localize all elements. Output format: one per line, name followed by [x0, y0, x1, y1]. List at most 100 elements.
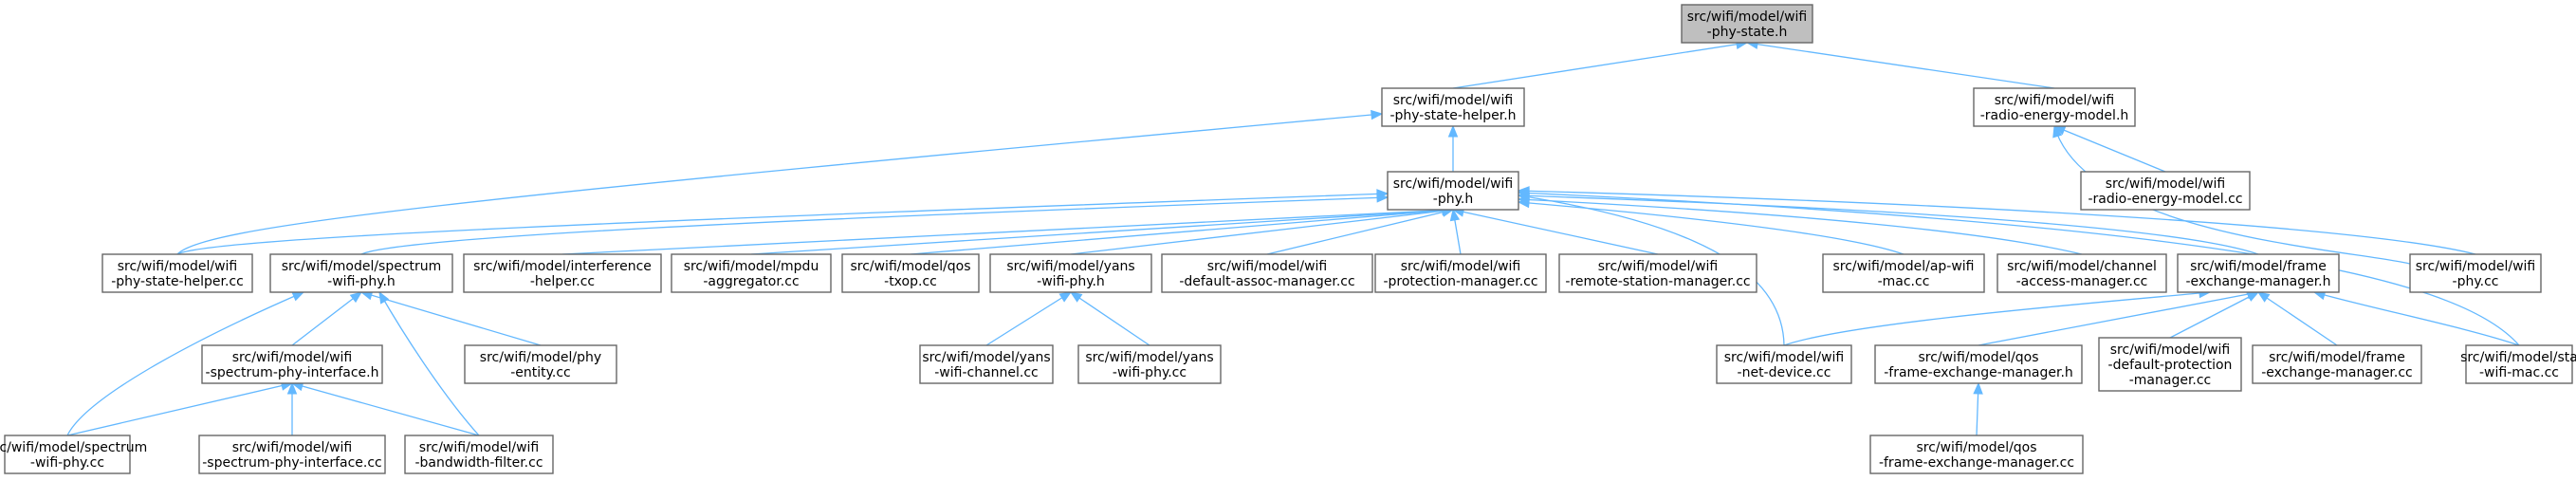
- file-box: [1822, 253, 1985, 293]
- file-label-line: -phy.cc: [2453, 274, 2499, 289]
- dependency-edge: [291, 291, 362, 346]
- edge-arrowhead: [1517, 188, 1530, 198]
- file-box: [269, 253, 453, 293]
- file-node-frame-exchange-manager-h[interactable]: src/wifi/model/frame-exchange-manager.h: [2177, 253, 2340, 293]
- file-label-line: -spectrum-phy-interface.cc: [202, 455, 382, 471]
- file-node-yans-wifi-phy-h[interactable]: src/wifi/model/yans-wifi-phy.h: [989, 253, 1152, 293]
- dependency-edge: [1783, 291, 2211, 346]
- file-node-phy-entity-cc[interactable]: src/wifi/model/phy-entity.cc: [464, 344, 617, 384]
- file-label-line: src/wifi/model/wifi: [2416, 259, 2536, 274]
- file-label-line: -frame-exchange-manager.cc: [1879, 455, 2074, 471]
- file-node-qos-txop-cc[interactable]: src/wifi/model/qos-txop.cc: [841, 253, 980, 293]
- dependency-edge: [176, 113, 1383, 255]
- file-node-interference-helper-cc[interactable]: src/wifi/model/interference-helper.cc: [463, 253, 662, 293]
- file-box: [2465, 344, 2573, 384]
- file-label-line: -phy-state.h: [1707, 25, 1788, 40]
- file-node-wifi-phy-cc[interactable]: src/wifi/model/wifi-phy.cc: [2409, 253, 2542, 293]
- dependency-edge: [176, 193, 1389, 255]
- edge-layer: [66, 39, 2520, 436]
- file-label-line: -access-manager.cc: [2016, 274, 2148, 289]
- dependency-edge: [910, 209, 1454, 255]
- file-node-frame-exchange-manager-cc[interactable]: src/wifi/model/frame-exchange-manager.cc: [2252, 344, 2422, 384]
- file-node-wifi-spectrum-phy-interface-cc[interactable]: src/wifi/model/wifi-spectrum-phy-interfa…: [198, 435, 386, 474]
- file-node-wifi-protection-manager-cc[interactable]: src/wifi/model/wifi-protection-manager.c…: [1374, 253, 1547, 293]
- dependency-edge: [360, 196, 1389, 255]
- edge-arrowhead: [349, 291, 363, 304]
- dependency-edge: [1518, 198, 2083, 255]
- file-node-mpdu-aggregator-cc[interactable]: src/wifi/model/mpdu-aggregator.cc: [671, 253, 832, 293]
- file-box: [989, 253, 1152, 293]
- edge-arrowhead: [291, 291, 305, 302]
- file-node-wifi-radio-energy-model-cc[interactable]: src/wifi/model/wifi-radio-energy-model.c…: [2080, 171, 2251, 211]
- file-node-qos-frame-exchange-manager-cc[interactable]: src/wifi/model/qos-frame-exchange-manage…: [1869, 435, 2084, 474]
- dependency-edge: [750, 209, 1454, 255]
- dependency-edge: [1518, 194, 2259, 255]
- file-label-line: -radio-energy-model.cc: [2088, 192, 2242, 207]
- file-box: [404, 435, 554, 474]
- file-node-wifi-phy-state-h[interactable]: src/wifi/model/wifi-phy-state.h: [1681, 4, 1813, 44]
- file-node-channel-access-manager-cc[interactable]: src/wifi/model/channel-access-manager.cc: [1996, 253, 2167, 293]
- file-label-line: -net-device.cc: [1738, 365, 1831, 380]
- file-node-spectrum-wifi-phy-h[interactable]: src/wifi/model/spectrum-wifi-phy.h: [269, 253, 453, 293]
- file-node-sta-wifi-mac-cc[interactable]: src/wifi/model/sta-wifi-mac.cc: [2460, 344, 2576, 384]
- file-label-line: -wifi-mac.cc: [2479, 365, 2559, 380]
- file-label-line: src/wifi/model/wifi: [118, 259, 238, 274]
- file-node-wifi-phy-state-helper-h[interactable]: src/wifi/model/wifi-phy-state-helper.h: [1381, 87, 1525, 127]
- file-label-line: -exchange-manager.cc: [2261, 365, 2413, 380]
- dependency-edge: [2313, 291, 2520, 346]
- dependency-edge: [1452, 209, 1659, 255]
- file-label-line: -manager.cc: [2129, 373, 2212, 388]
- file-node-wifi-phy-h[interactable]: src/wifi/model/wifi-phy.h: [1387, 171, 1519, 211]
- file-box: [1077, 344, 1222, 384]
- file-label-line: src/wifi/model/wifi: [1687, 9, 1808, 25]
- file-node-wifi-net-device-cc[interactable]: src/wifi/model/wifi-net-device.cc: [1716, 344, 1852, 384]
- file-label-line: -phy-state-helper.h: [1389, 108, 1516, 123]
- file-label-line: -remote-station-manager.cc: [1565, 274, 1750, 289]
- file-box: [841, 253, 980, 293]
- file-node-wifi-default-protection-manager-cc[interactable]: src/wifi/model/wifi-default-protection-m…: [2098, 337, 2242, 392]
- dependency-edge: [561, 209, 1454, 255]
- file-node-yans-wifi-phy-cc[interactable]: src/wifi/model/yans-wifi-phy.cc: [1077, 344, 1222, 384]
- file-label-line: -wifi-channel.cc: [934, 365, 1039, 380]
- file-label-line: src/wifi/model/wifi: [2110, 342, 2231, 358]
- file-label-line: src/wifi/model/wifi: [1401, 259, 1521, 274]
- file-box: [1716, 344, 1852, 384]
- file-label-line: -default-assoc-manager.cc: [1179, 274, 1354, 289]
- file-box: [464, 344, 617, 384]
- file-node-wifi-phy-state-helper-cc[interactable]: src/wifi/model/wifi-phy-state-helper.cc: [101, 253, 253, 293]
- file-box: [1387, 171, 1519, 211]
- file-label-line: src/wifi/model/mpdu: [684, 259, 819, 274]
- file-node-qos-frame-exchange-manager-h[interactable]: src/wifi/model/qos-frame-exchange-manage…: [1874, 344, 2083, 384]
- edge-arrowhead: [286, 381, 298, 395]
- file-label-line: -txop.cc: [884, 274, 937, 289]
- file-node-ap-wifi-mac-cc[interactable]: src/wifi/model/ap-wifi-mac.cc: [1822, 253, 1985, 293]
- edge-arrowhead: [1376, 193, 1389, 203]
- file-label-line: -helper.cc: [530, 274, 595, 289]
- file-box: [2409, 253, 2542, 293]
- file-node-yans-wifi-channel-cc[interactable]: src/wifi/model/yans-wifi-channel.cc: [919, 344, 1054, 384]
- file-node-wifi-default-assoc-manager-cc[interactable]: src/wifi/model/wifi-default-assoc-manage…: [1161, 253, 1373, 293]
- file-label-line: -frame-exchange-manager.h: [1884, 365, 2073, 380]
- file-node-wifi-spectrum-phy-interface-h[interactable]: src/wifi/model/wifi-spectrum-phy-interfa…: [201, 344, 383, 384]
- file-label-line: -bandwidth-filter.cc: [414, 455, 543, 471]
- file-label-line: src/wifi/model/wifi: [1995, 93, 2115, 108]
- node-layer: src/wifi/model/wifi-phy-state.hsrc/wifi/…: [0, 4, 2576, 474]
- file-node-wifi-remote-station-manager-cc[interactable]: src/wifi/model/wifi-remote-station-manag…: [1558, 253, 1757, 293]
- file-node-wifi-bandwidth-filter-cc[interactable]: src/wifi/model/wifi-bandwidth-filter.cc: [404, 435, 554, 474]
- dependency-edge: [2169, 291, 2259, 339]
- file-label-line: src/wifi/model/wifi: [419, 440, 540, 455]
- file-box: [2098, 337, 2242, 392]
- edge-arrowhead: [1371, 109, 1384, 120]
- file-label-line: src/wifi/model/ap-wifi: [1832, 259, 1974, 274]
- file-box: [2177, 253, 2340, 293]
- file-label-line: src/wifi/model/wifi: [1207, 259, 1328, 274]
- file-label-line: -wifi-phy.cc: [30, 455, 104, 471]
- file-node-wifi-radio-energy-model-h[interactable]: src/wifi/model/wifi-radio-energy-model.h: [1973, 87, 2136, 127]
- file-label-line: src/wifi/model/yans: [1085, 350, 1213, 365]
- file-box: [919, 344, 1054, 384]
- file-label-line: src/wifi/model/qos: [850, 259, 970, 274]
- file-label-line: -mac.cc: [1878, 274, 1930, 289]
- edge-arrowhead: [2052, 124, 2063, 139]
- file-label-line: src/wifi/model/qos: [1916, 440, 2036, 455]
- file-node-spectrum-wifi-phy-cc[interactable]: src/wifi/model/spectrum-wifi-phy.cc: [0, 435, 147, 474]
